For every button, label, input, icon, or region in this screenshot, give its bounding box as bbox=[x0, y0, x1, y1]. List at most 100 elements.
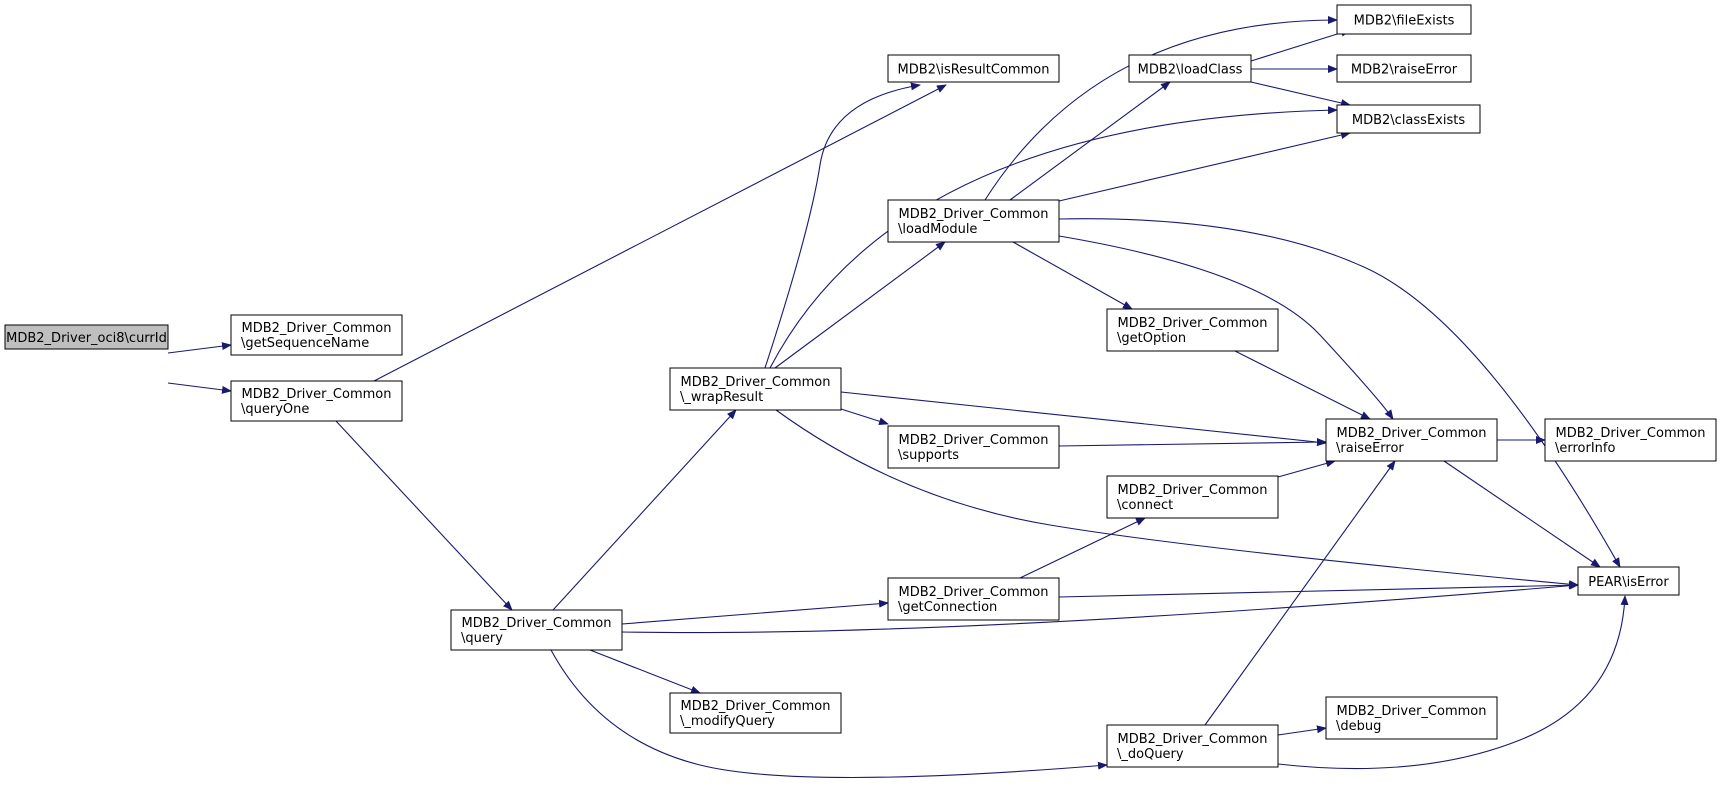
edge-connect-to-raiseError bbox=[1277, 459, 1336, 478]
node-classExists[interactable]: MDB2\classExists bbox=[1336, 104, 1481, 134]
node-fileExists[interactable]: MDB2\fileExists bbox=[1336, 4, 1472, 35]
node-label-method: \_wrapResult bbox=[680, 390, 763, 405]
node-supports[interactable]: MDB2_Driver_Common\supports bbox=[887, 425, 1060, 469]
node-box bbox=[4, 324, 169, 350]
node-connect[interactable]: MDB2_Driver_Common\connect bbox=[1106, 475, 1279, 519]
node-box bbox=[1336, 54, 1472, 83]
node-isResultCommon[interactable]: MDB2\isResultCommon bbox=[887, 54, 1060, 83]
edge-loadModule-to-loadClass bbox=[1009, 81, 1171, 201]
node-label-class: MDB2_Driver_Common bbox=[1118, 316, 1268, 331]
node-query[interactable]: MDB2_Driver_Common\query bbox=[450, 609, 623, 651]
edge-doQuery-to-pearIsError bbox=[1277, 595, 1629, 770]
node-label-method: \raiseError bbox=[1336, 441, 1404, 456]
node-errorInfo[interactable]: MDB2_Driver_Common\errorInfo bbox=[1544, 418, 1717, 462]
node-label-class: MDB2_Driver_Common bbox=[242, 321, 392, 336]
node-loadClass[interactable]: MDB2\loadClass bbox=[1128, 54, 1252, 83]
node-label-class: MDB2_Driver_Common bbox=[681, 375, 831, 390]
node-label-class: MDB2_Driver_Common bbox=[899, 433, 1049, 448]
node-pearIsError[interactable]: PEAR\isError bbox=[1577, 566, 1680, 596]
edge-doQuery-to-raiseError bbox=[1204, 460, 1396, 726]
edge-queryOne-to-query bbox=[335, 420, 513, 611]
node-getOption[interactable]: MDB2_Driver_Common\getOption bbox=[1106, 308, 1279, 352]
node-label-method: \getSequenceName bbox=[241, 336, 369, 351]
edge-queryOne-to-isResultCommon bbox=[373, 84, 947, 382]
node-getConnection[interactable]: MDB2_Driver_Common\getConnection bbox=[887, 577, 1060, 621]
node-box bbox=[230, 380, 403, 422]
node-label-method: \connect bbox=[1117, 498, 1173, 513]
edge-currId-to-queryOne bbox=[167, 382, 232, 394]
edge-wrapResult-to-classExists bbox=[769, 106, 1338, 369]
node-label-class: MDB2_Driver_Common bbox=[1118, 732, 1268, 747]
edge-query-to-doQuery bbox=[550, 649, 1108, 779]
edge-wrapResult-to-isResultCommon bbox=[764, 82, 921, 369]
node-getSequenceName[interactable]: MDB2_Driver_Common\getSequenceName bbox=[230, 314, 403, 356]
edge-query-to-getConnection bbox=[621, 599, 889, 625]
node-box bbox=[887, 199, 1060, 243]
node-raiseError[interactable]: MDB2_Driver_Common\raiseError bbox=[1325, 418, 1498, 462]
node-label-class: MDB2_Driver_Common bbox=[1118, 483, 1268, 498]
node-box bbox=[1106, 475, 1279, 519]
node-box bbox=[1325, 696, 1498, 740]
edge-loadModule-to-classExists bbox=[1058, 131, 1351, 202]
edge-currId-to-getSequenceName bbox=[167, 342, 232, 354]
node-label: MDB2\fileExists bbox=[1354, 14, 1455, 29]
edge-wrapResult-to-loadModule bbox=[774, 241, 946, 369]
edge-query-to-wrapResult bbox=[552, 409, 737, 611]
node-label-class: MDB2_Driver_Common bbox=[899, 585, 1049, 600]
node-box bbox=[450, 609, 623, 651]
node-label-class: MDB2_Driver_Common bbox=[462, 616, 612, 631]
node-label: MDB2\isResultCommon bbox=[898, 63, 1050, 78]
node-label-class: MDB2_Driver_Common bbox=[1556, 426, 1706, 441]
node-label: MDB2\loadClass bbox=[1138, 63, 1243, 78]
edge-query-to-modifyQuery bbox=[589, 649, 701, 694]
node-queryOne[interactable]: MDB2_Driver_Common\queryOne bbox=[230, 380, 403, 422]
edge-raiseError-to-pearIsError bbox=[1443, 460, 1601, 568]
node-label-method: \getConnection bbox=[898, 600, 997, 615]
node-label-class: MDB2_Driver_Common bbox=[681, 699, 831, 714]
edge-query-to-pearIsError bbox=[621, 581, 1579, 634]
node-doQuery[interactable]: MDB2_Driver_Common\_doQuery bbox=[1106, 724, 1279, 768]
node-debug[interactable]: MDB2_Driver_Common\debug bbox=[1325, 696, 1498, 740]
node-label-method: \getOption bbox=[1117, 331, 1186, 346]
node-box bbox=[1128, 54, 1252, 83]
node-label-method: \errorInfo bbox=[1555, 441, 1616, 456]
node-box bbox=[1336, 4, 1472, 35]
node-label-class: MDB2_Driver_Common bbox=[1337, 426, 1487, 441]
node-label: MDB2_Driver_oci8\currId bbox=[6, 331, 167, 346]
edge-wrapResult-to-pearIsError bbox=[775, 409, 1579, 589]
edge-supports-to-raiseError bbox=[1058, 438, 1327, 447]
node-box bbox=[1325, 418, 1498, 462]
node-label-method: \_doQuery bbox=[1117, 747, 1184, 762]
node-box bbox=[1106, 724, 1279, 768]
edge-getConnection-to-pearIsError bbox=[1058, 581, 1579, 598]
node-box bbox=[1577, 566, 1680, 596]
edge-getConnection-to-connect bbox=[1019, 517, 1146, 579]
node-box bbox=[1106, 308, 1279, 352]
node-label-method: \queryOne bbox=[241, 402, 309, 417]
edge-loadModule-to-raiseError bbox=[1058, 235, 1394, 420]
node-box bbox=[887, 577, 1060, 621]
node-box bbox=[669, 367, 842, 411]
edge-loadModule-to-getOption bbox=[1012, 241, 1133, 310]
edge-loadClass-to-fileExists bbox=[1250, 28, 1351, 62]
edge-wrapResult-to-raiseError bbox=[840, 391, 1327, 447]
edge-doQuery-to-debug bbox=[1277, 725, 1327, 736]
edge-wrapResult-to-supports bbox=[840, 408, 889, 426]
node-box bbox=[1544, 418, 1717, 462]
nodes-layer: MDB2_Driver_oci8\currIdMDB2_Driver_Commo… bbox=[4, 4, 1717, 768]
node-modifyQuery[interactable]: MDB2_Driver_Common\_modifyQuery bbox=[669, 692, 842, 734]
node-mdb2RaiseError[interactable]: MDB2\raiseError bbox=[1336, 54, 1472, 83]
node-loadModule[interactable]: MDB2_Driver_Common\loadModule bbox=[887, 199, 1060, 243]
node-currId[interactable]: MDB2_Driver_oci8\currId bbox=[4, 324, 169, 350]
node-box bbox=[669, 692, 842, 734]
node-label-method: \query bbox=[461, 631, 503, 646]
node-label-method: \supports bbox=[898, 448, 959, 463]
node-label: MDB2\raiseError bbox=[1351, 63, 1458, 78]
edge-getOption-to-raiseError bbox=[1234, 350, 1371, 420]
node-wrapResult[interactable]: MDB2_Driver_Common\_wrapResult bbox=[669, 367, 842, 411]
node-label-method: \debug bbox=[1336, 719, 1381, 734]
node-label: MDB2\classExists bbox=[1352, 113, 1465, 128]
node-label-method: \_modifyQuery bbox=[680, 714, 775, 729]
node-box bbox=[230, 314, 403, 356]
